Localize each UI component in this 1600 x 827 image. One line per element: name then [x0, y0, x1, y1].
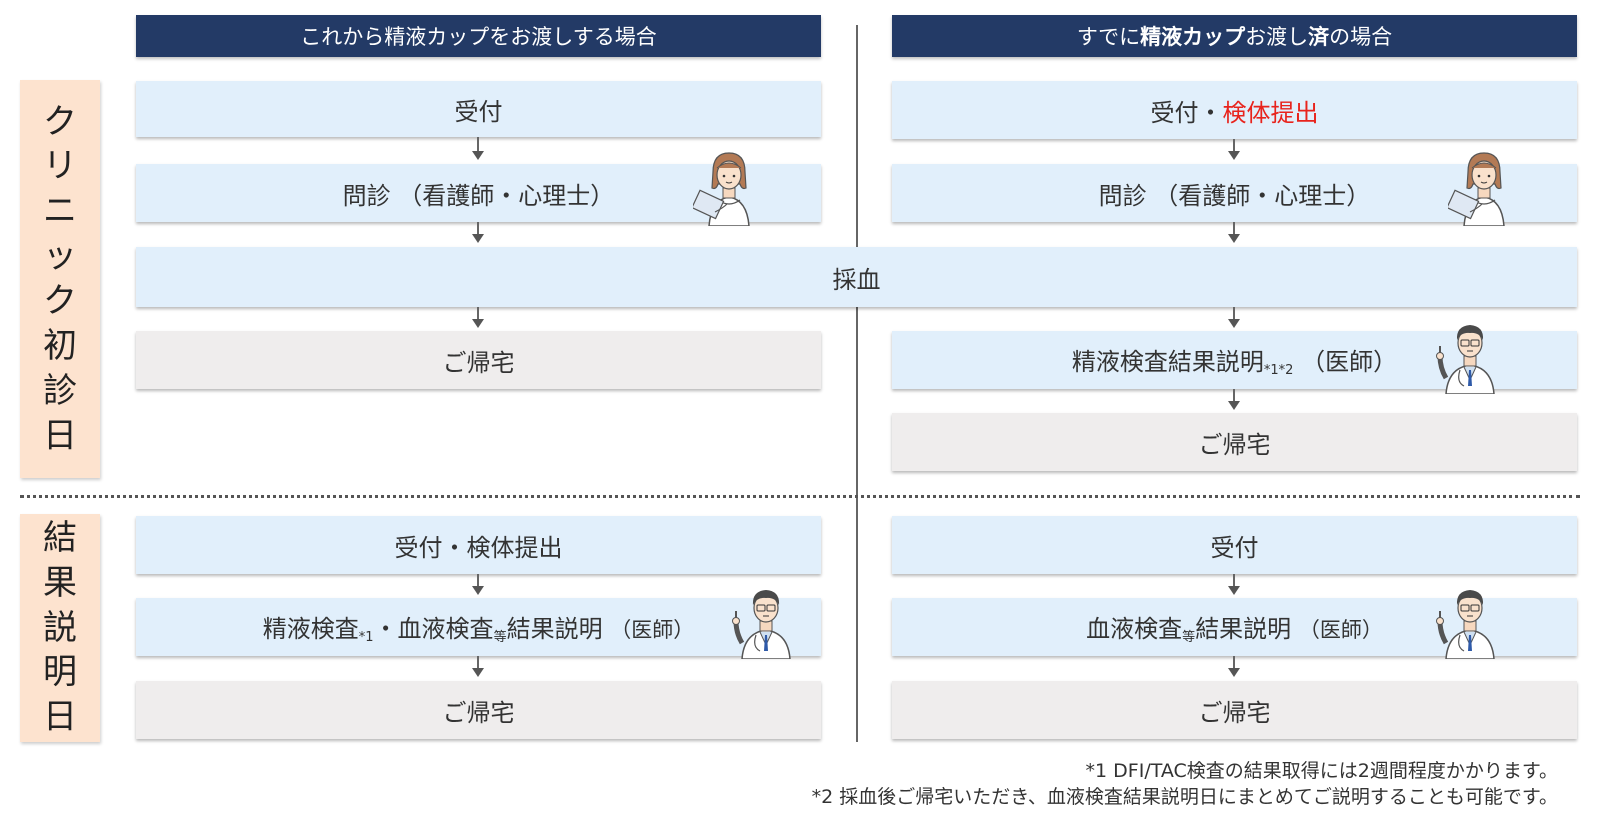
- left-reception-box: 受付: [136, 81, 821, 137]
- arrow: [1227, 222, 1241, 243]
- right-interview-box: 問診 （看護師・心理士）: [892, 164, 1577, 222]
- highlight-text: 検体提出: [1222, 98, 1319, 127]
- arrow: [1227, 656, 1241, 677]
- column-divider: [856, 25, 858, 742]
- arrow: [1227, 307, 1241, 328]
- left-results-reception-box: 受付・検体提出: [136, 516, 821, 574]
- nurse-icon: [1448, 150, 1520, 226]
- arrow: [471, 574, 485, 595]
- nurse-icon: [693, 150, 765, 226]
- left-results-go-home-box: ご帰宅: [136, 681, 821, 739]
- right-reception-box: 受付・検体提出: [892, 81, 1577, 139]
- arrow: [1227, 139, 1241, 160]
- header-right: すでに精液カップお渡し済の場合: [892, 15, 1577, 57]
- shared-blood-draw-box: 採血: [136, 247, 1577, 307]
- arrow: [471, 222, 485, 243]
- right-go-home-box: ご帰宅: [892, 413, 1577, 471]
- right-results-go-home-box: ご帰宅: [892, 681, 1577, 739]
- doctor-icon: [1434, 318, 1502, 394]
- arrow: [471, 307, 485, 328]
- footnote-2: *2 採血後ご帰宅いただき、血液検査結果説明日にまとめてご説明することも可能です…: [811, 786, 1558, 808]
- arrow: [471, 137, 485, 160]
- right-results-reception-box: 受付: [892, 516, 1577, 574]
- doctor-icon: [730, 583, 798, 659]
- side-label-first-visit: ク リ ニ ッ ク 初 診 日: [20, 80, 100, 478]
- arrow: [471, 656, 485, 677]
- header-left-label: これから精液カップをお渡しする場合: [300, 25, 657, 49]
- side-label-results-day: 結 果 説 明 日: [20, 514, 100, 742]
- arrow: [1227, 389, 1241, 410]
- section-separator: [20, 495, 1580, 498]
- header-right-label: すでに精液カップお渡し済の場合: [1076, 25, 1393, 49]
- header-left: これから精液カップをお渡しする場合: [136, 15, 821, 57]
- arrow: [1227, 574, 1241, 595]
- footnote-1: *1 DFI/TAC検査の結果取得には2週間程度かかります。: [1085, 760, 1558, 782]
- left-results-explanation-box: 精液検査*1・血液検査等結果説明 （医師）: [136, 598, 821, 656]
- left-go-home-box: ご帰宅: [136, 331, 821, 389]
- doctor-icon: [1434, 583, 1502, 659]
